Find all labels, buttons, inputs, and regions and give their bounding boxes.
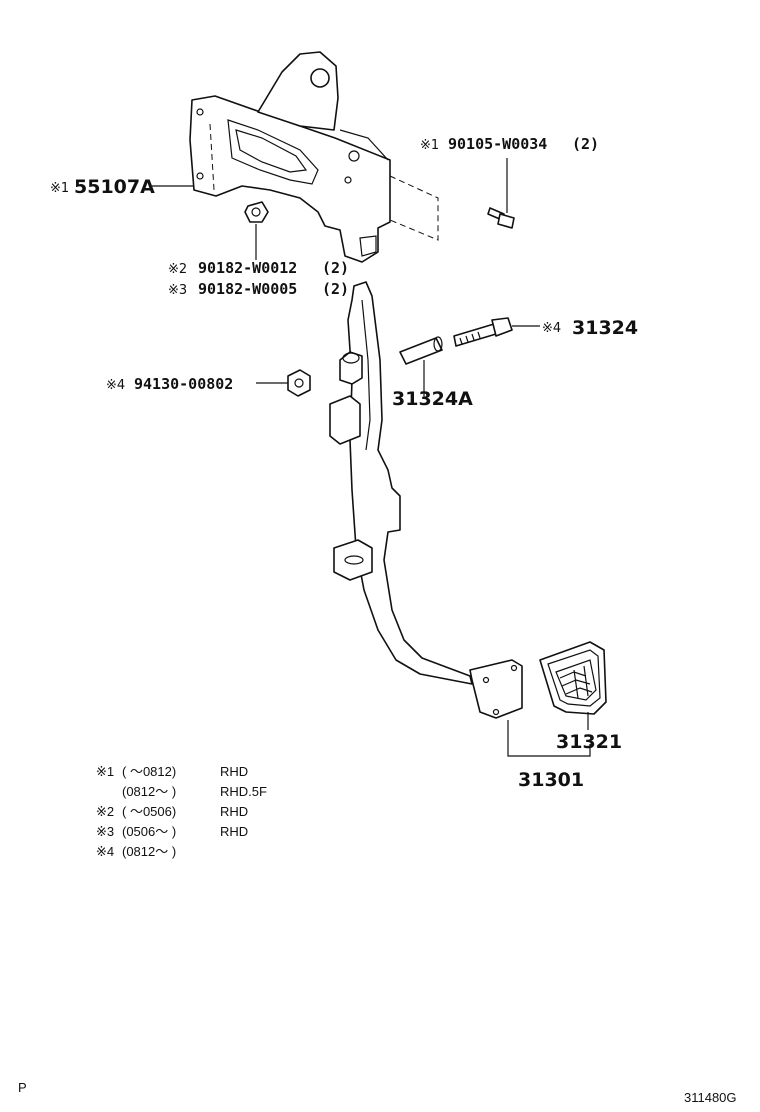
pedal-bracket[interactable] [189, 51, 439, 263]
note-3-range: ( ～0506) [122, 804, 176, 819]
pivot-bolt-part-label[interactable]: 31324 [572, 317, 638, 339]
nut-a-mark: ※2 [168, 262, 187, 277]
pedal-pad[interactable] [539, 641, 607, 715]
note-5-mark: ※4 [96, 844, 114, 859]
pedal-assy-part-label[interactable]: 31301 [518, 769, 584, 791]
nut-b-part-label[interactable]: 90182-W0005 [198, 280, 297, 298]
nut-a-part-label[interactable]: 90182-W0012 [198, 259, 297, 277]
note-2-range: (0812～ ) [122, 784, 176, 799]
corner-letter: P [18, 1080, 27, 1095]
note-4-range: (0506～ ) [122, 824, 176, 839]
bracket-bolt[interactable] [487, 158, 515, 229]
bolt-qty: (2) [572, 135, 599, 153]
pivot-nut-part-label[interactable]: 94130-00802 [134, 375, 233, 393]
footnotes: ※1 ( ～0812) RHD (0812～ ) RHD.5F ※2 ( ～05… [96, 764, 267, 859]
note-3-mark: ※2 [96, 804, 114, 819]
note-1-spec: RHD [220, 764, 248, 779]
bolt-part-label[interactable]: 90105-W0034 [448, 135, 547, 153]
note-1-range: ( ～0812) [122, 764, 176, 779]
note-4-mark: ※3 [96, 824, 114, 839]
bracket-nut[interactable] [244, 201, 269, 260]
nut-b-qty: (2) [322, 280, 349, 298]
leader-assy [507, 720, 591, 757]
nut-a-qty: (2) [322, 259, 349, 277]
pedal-pad-part-label[interactable]: 31321 [556, 731, 622, 753]
note-4-spec: RHD [220, 824, 248, 839]
nut-b-mark: ※3 [168, 283, 187, 298]
illustration-number: 311480G [684, 1090, 737, 1105]
pivot-nut[interactable] [287, 369, 311, 397]
pivot-collar[interactable] [399, 336, 443, 398]
note-3-spec: RHD [220, 804, 248, 819]
note-2-spec: RHD.5F [220, 784, 267, 799]
pivot-bolt-mark: ※4 [542, 321, 561, 336]
note-1-mark: ※1 [96, 764, 114, 779]
collar-part-label[interactable]: 31324A [392, 388, 473, 410]
pivot-nut-mark: ※4 [106, 378, 125, 393]
bolt-mark: ※1 [420, 138, 439, 153]
bracket-part-label[interactable]: 55107A [74, 176, 155, 198]
pedal-arm[interactable] [329, 281, 523, 719]
pivot-bolt[interactable] [453, 317, 540, 347]
bracket-mark: ※1 [50, 181, 69, 196]
note-5-range: (0812～ ) [122, 844, 176, 859]
